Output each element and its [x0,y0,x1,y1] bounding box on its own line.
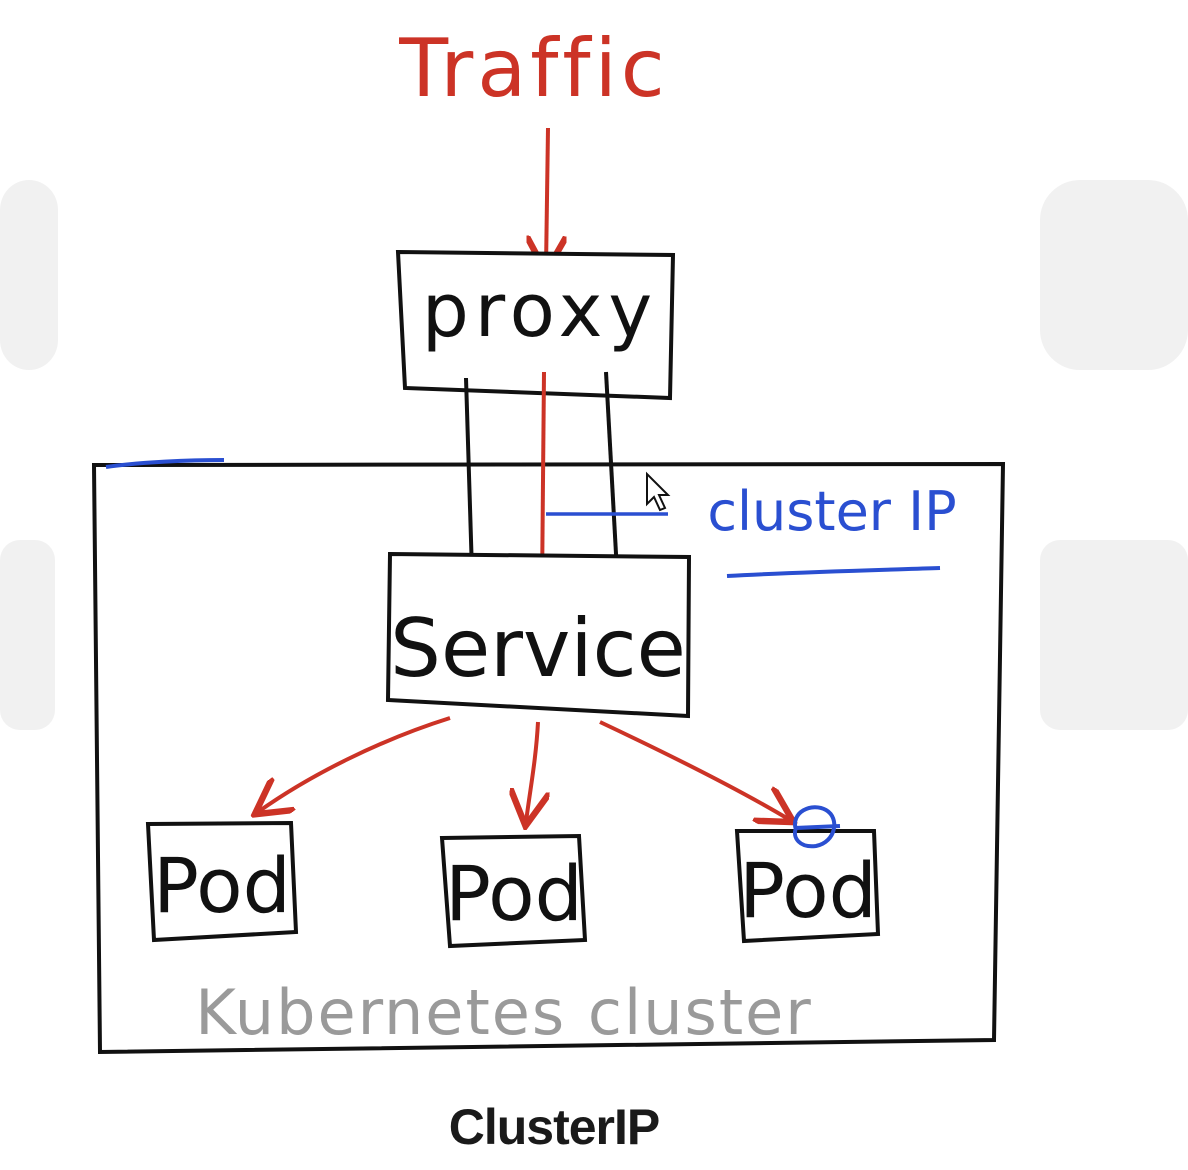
diagram-caption: ClusterIP [448,1099,661,1155]
service-box: Service [385,551,692,719]
service-to-pod-2-arrow [526,721,538,822]
mouse-pointer-icon [646,471,671,512]
proxy-box: proxy [395,249,676,401]
service-to-pod-3-arrow [599,720,790,820]
pod-label-2: Pod [445,849,583,938]
traffic-arrow [546,127,548,268]
kubernetes-cluster-label: Kubernetes cluster [195,976,813,1049]
kubernetes-cluster-box [91,461,1006,1055]
pod-box-1: Pod [145,820,299,943]
cluster-ip-label: cluster IP [707,480,956,543]
proxy-label: proxy [422,268,658,354]
pod-box-2: Pod [439,833,588,949]
pod-3-circle-mark [793,805,841,849]
background-ghost-shapes [0,180,1188,730]
pod-label-3: Pod [739,846,877,935]
pod-label-1: Pod [153,841,291,930]
service-to-pod-1-arrow [258,716,451,812]
proxy-service-line-right [604,371,619,573]
traffic-label: Traffic [398,22,669,115]
service-label: Service [390,602,686,695]
annotation-mark [105,458,225,469]
pod-box-3: Pod [734,829,881,944]
proxy-service-line-left [464,377,474,573]
cluster-ip-underline [726,566,941,578]
